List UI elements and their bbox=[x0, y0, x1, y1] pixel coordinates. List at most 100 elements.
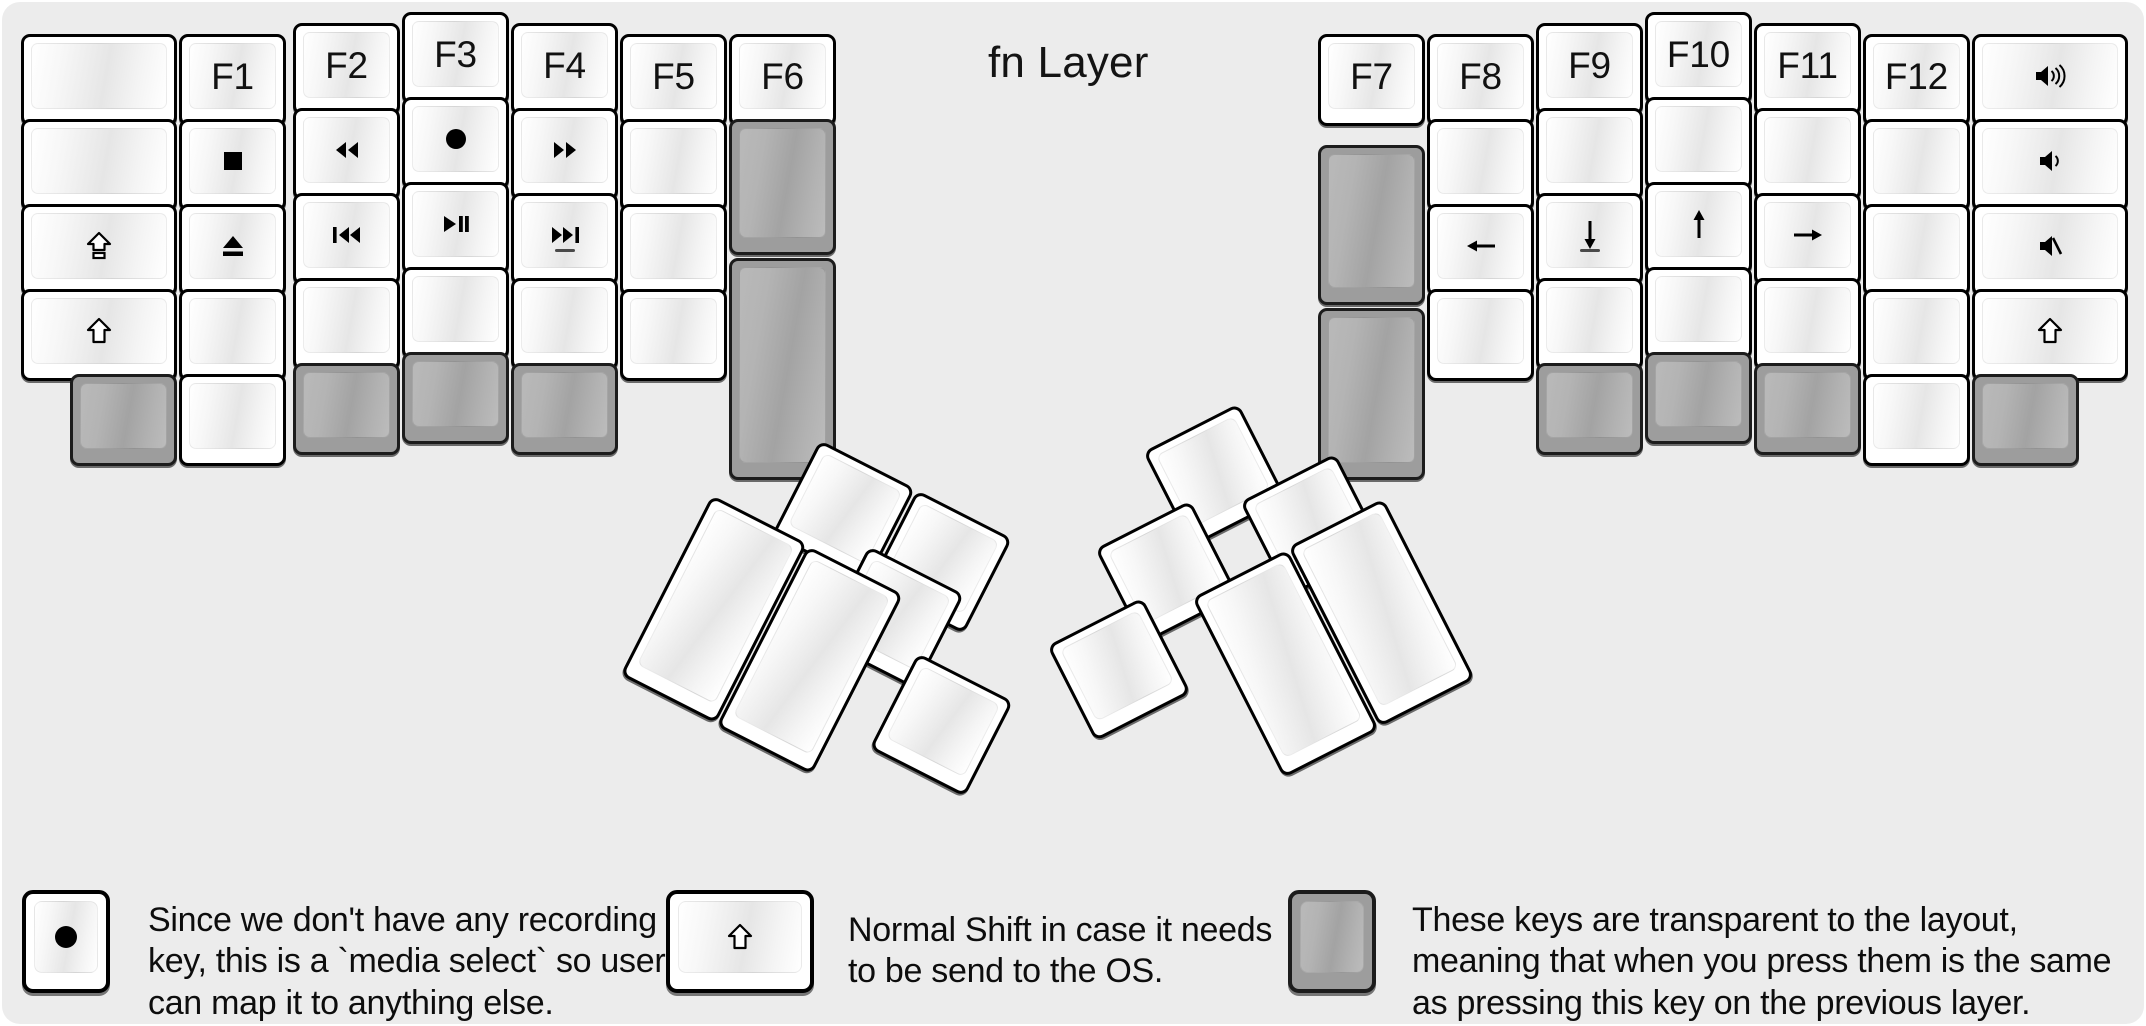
key-f8-col-r4[interactable] bbox=[1427, 289, 1534, 381]
keycap-face: F3 bbox=[412, 21, 499, 87]
volume-up-icon bbox=[2033, 63, 2067, 89]
key-media-fast-forward[interactable] bbox=[511, 108, 618, 200]
key-volume-down[interactable] bbox=[1972, 119, 2128, 211]
key-f5-col-r2[interactable] bbox=[620, 119, 727, 211]
key-f11[interactable]: F11 bbox=[1754, 23, 1861, 115]
volume-down-icon bbox=[2037, 148, 2063, 174]
media-record-icon bbox=[53, 924, 79, 950]
key-f4-col-r5-transparent[interactable] bbox=[511, 363, 618, 455]
key-f12-col-r3[interactable] bbox=[1863, 204, 1970, 296]
legend-key-media-record[interactable] bbox=[22, 890, 110, 993]
key-f9-col-r4[interactable] bbox=[1536, 278, 1643, 370]
key-media-record[interactable] bbox=[402, 97, 509, 189]
key-f12-col-r5[interactable] bbox=[1863, 374, 1970, 466]
key-left-outer-r2[interactable] bbox=[21, 119, 177, 211]
key-f8[interactable]: F8 bbox=[1427, 34, 1534, 126]
caps-lock-icon bbox=[86, 231, 112, 261]
key-f7-col-r3-transparent[interactable] bbox=[1318, 308, 1425, 480]
keycap-face bbox=[1655, 106, 1742, 172]
key-f9[interactable]: F9 bbox=[1536, 23, 1643, 115]
key-media-play-pause[interactable] bbox=[402, 182, 509, 274]
keycap-face bbox=[412, 276, 499, 342]
key-f3-col-r5-transparent[interactable] bbox=[402, 352, 509, 444]
key-left-outer-r5-transparent[interactable] bbox=[70, 374, 177, 466]
key-arrow-left[interactable] bbox=[1427, 204, 1534, 296]
key-f11-col-r4[interactable] bbox=[1754, 278, 1861, 370]
key-media-eject[interactable] bbox=[179, 204, 286, 296]
page-title: fn Layer bbox=[988, 38, 1149, 87]
key-f6-col-r3-transparent[interactable] bbox=[729, 258, 836, 480]
key-f3-col-r4[interactable] bbox=[402, 267, 509, 359]
key-f6[interactable]: F6 bbox=[729, 34, 836, 126]
key-shift-right[interactable] bbox=[1972, 289, 2128, 381]
keycap-face bbox=[34, 901, 98, 973]
keycap-face bbox=[412, 191, 499, 257]
key-volume-mute[interactable] bbox=[1972, 204, 2128, 296]
key-f1-col-r5[interactable] bbox=[179, 374, 286, 466]
keycap-face bbox=[1655, 276, 1742, 342]
arrow-down-underline-hint bbox=[1579, 249, 1600, 252]
key-f2[interactable]: F2 bbox=[293, 23, 400, 115]
key-f1-col-r4[interactable] bbox=[179, 289, 286, 381]
keycap-face bbox=[1982, 298, 2118, 364]
key-f10-col-r4[interactable] bbox=[1645, 267, 1752, 359]
key-f10-col-r2[interactable] bbox=[1645, 97, 1752, 189]
key-f12-col-r4[interactable] bbox=[1863, 289, 1970, 381]
key-f10[interactable]: F10 bbox=[1645, 12, 1752, 104]
shift-icon bbox=[727, 923, 753, 951]
key-f9-col-r5-transparent[interactable] bbox=[1536, 363, 1643, 455]
key-f4-col-r4[interactable] bbox=[511, 278, 618, 370]
keycap-face bbox=[521, 202, 608, 268]
key-f1[interactable]: F1 bbox=[179, 34, 286, 126]
key-f6-col-r2-transparent[interactable] bbox=[729, 119, 836, 255]
keycap-face bbox=[189, 298, 276, 364]
key-f5[interactable]: F5 bbox=[620, 34, 727, 126]
media-eject-icon bbox=[220, 233, 246, 259]
key-f7-col-r2-transparent[interactable] bbox=[1318, 145, 1425, 305]
key-f5-col-r3[interactable] bbox=[620, 204, 727, 296]
key-f7[interactable]: F7 bbox=[1318, 34, 1425, 126]
key-f12[interactable]: F12 bbox=[1863, 34, 1970, 126]
keycap-face: F2 bbox=[303, 32, 390, 98]
keycap-face: F9 bbox=[1546, 32, 1633, 98]
key-arrow-down[interactable] bbox=[1536, 193, 1643, 285]
key-label: F11 bbox=[1777, 44, 1838, 86]
key-f9-col-r2[interactable] bbox=[1536, 108, 1643, 200]
keycap-face bbox=[1437, 298, 1524, 364]
key-left-outer-r1[interactable] bbox=[21, 34, 177, 126]
keycap-face bbox=[303, 117, 390, 183]
key-f3[interactable]: F3 bbox=[402, 12, 509, 104]
legend-key-shift[interactable] bbox=[666, 890, 814, 993]
key-caps-lock[interactable] bbox=[21, 204, 177, 296]
key-right-outer-r5-transparent[interactable] bbox=[1972, 374, 2079, 466]
keycap-face bbox=[412, 106, 499, 172]
key-f12-col-r2[interactable] bbox=[1863, 119, 1970, 211]
key-f10-col-r5-transparent[interactable] bbox=[1645, 352, 1752, 444]
key-f2-col-r5-transparent[interactable] bbox=[293, 363, 400, 455]
key-f2-col-r4[interactable] bbox=[293, 278, 400, 370]
key-f5-col-r4[interactable] bbox=[620, 289, 727, 381]
keycap-face bbox=[31, 213, 167, 279]
key-f11-col-r5-transparent[interactable] bbox=[1754, 363, 1861, 455]
keycap-face bbox=[630, 128, 717, 194]
legend-note-transparent: These keys are transparent to the layout… bbox=[1412, 901, 2112, 1022]
key-media-next[interactable] bbox=[511, 193, 618, 285]
keycap-face bbox=[1873, 213, 1960, 279]
keycap-face bbox=[1764, 372, 1851, 438]
key-arrow-right[interactable] bbox=[1754, 193, 1861, 285]
key-arrow-up[interactable] bbox=[1645, 182, 1752, 274]
keycap-face bbox=[303, 202, 390, 268]
key-f4[interactable]: F4 bbox=[511, 23, 618, 115]
keycap-face bbox=[1982, 213, 2118, 279]
key-media-previous[interactable] bbox=[293, 193, 400, 285]
key-shift-left[interactable] bbox=[21, 289, 177, 381]
key-media-rewind[interactable] bbox=[293, 108, 400, 200]
keycap-face bbox=[31, 128, 167, 194]
key-volume-up[interactable] bbox=[1972, 34, 2128, 126]
key-media-stop[interactable] bbox=[179, 119, 286, 211]
key-f8-col-r2[interactable] bbox=[1427, 119, 1534, 211]
key-f11-col-r2[interactable] bbox=[1754, 108, 1861, 200]
arrow-up-icon bbox=[1689, 207, 1709, 241]
media-fast-forward-icon bbox=[550, 140, 580, 160]
legend-key-transparent[interactable] bbox=[1288, 890, 1376, 993]
